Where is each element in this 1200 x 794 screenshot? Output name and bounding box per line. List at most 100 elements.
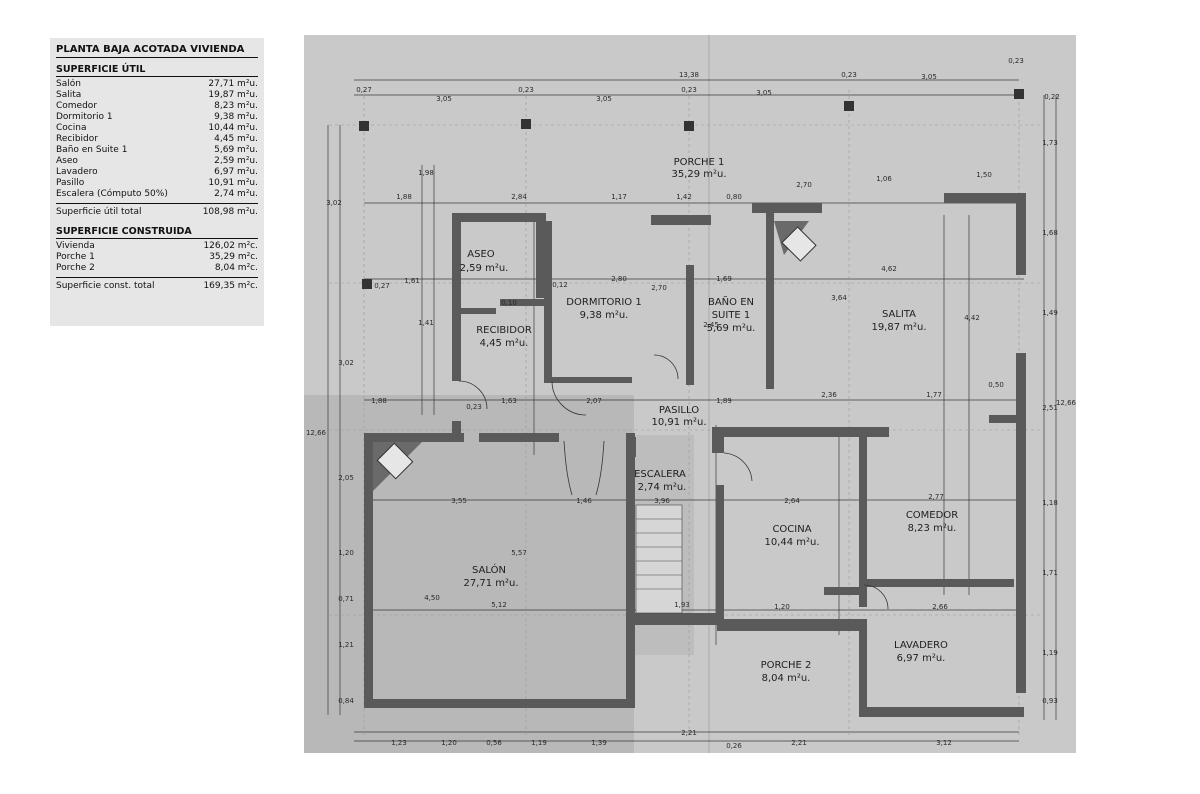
built-row: Porche 1 35,29 m²c.	[56, 252, 258, 263]
dim-left: 0,71	[338, 595, 354, 603]
dim-bottom: 1,39	[591, 739, 607, 747]
useful-row: Baño en Suite 1 5,69 m²u.	[56, 145, 258, 156]
useful-row-value: 9,38 m²u.	[214, 112, 258, 122]
useful-row-value: 2,74 m²u.	[214, 189, 258, 199]
dim-bottom: 3,12	[936, 739, 952, 747]
dim-interior: 1,69	[716, 275, 732, 283]
built-row-name: Vivienda	[56, 241, 95, 251]
dim-interior: 1,89	[716, 397, 732, 405]
comedor-area: 8,23 m²u.	[908, 523, 957, 534]
porche1-area: 35,29 m²u.	[671, 169, 726, 180]
dim-top: 3,05	[756, 89, 772, 97]
porche1-name: PORCHE 1	[674, 157, 725, 168]
dim-left: 0,84	[338, 697, 354, 705]
cocina-name: COCINA	[772, 524, 811, 535]
dim-bottom: 1,19	[531, 739, 547, 747]
dim-right: 1,18	[1042, 499, 1058, 507]
table-title: PLANTA BAJA ACOTADA VIVIENDA	[56, 44, 258, 58]
dim-right: 1,71	[1042, 569, 1058, 577]
dim-top: 3,05	[436, 95, 452, 103]
dim-interior: 5,57	[511, 549, 527, 557]
floor-plan: PORCHE 1 35,29 m²u. ASEO 2,59 m²u. DORMI…	[304, 35, 1076, 753]
built-total-row: Superficie const. total 169,35 m²c.	[56, 277, 258, 292]
useful-total-row: Superficie útil total 108,98 m²u.	[56, 203, 258, 218]
built-row-value: 8,04 m²c.	[214, 263, 258, 273]
built-total-label: Superficie const. total	[56, 281, 155, 291]
useful-row-value: 2,59 m²u.	[214, 156, 258, 166]
lavadero-area: 6,97 m²u.	[897, 653, 946, 664]
dim-left: 1,20	[338, 549, 354, 557]
bano-name: BAÑO EN	[708, 295, 754, 308]
dim-top: 0,23	[841, 71, 857, 79]
dim-right: 0,93	[1042, 697, 1058, 705]
salita-area: 19,87 m²u.	[871, 322, 926, 333]
dim-interior: 0,27	[374, 282, 390, 290]
dim-interior: 1,88	[371, 397, 387, 405]
dim-interior: 1,63	[501, 397, 517, 405]
dim-interior: 1,46	[576, 497, 592, 505]
useful-row-value: 19,87 m²u.	[208, 90, 258, 100]
useful-row-name: Cocina	[56, 123, 87, 133]
dim-interior: 1,17	[611, 193, 627, 201]
dim-interior: 2,70	[796, 181, 812, 189]
useful-row-name: Comedor	[56, 101, 98, 111]
dim-interior: 3,64	[831, 294, 847, 302]
cocina-area: 10,44 m²u.	[764, 537, 819, 548]
dimension-lines	[327, 79, 1057, 742]
fireplace-salon	[373, 442, 422, 491]
useful-row-value: 8,23 m²u.	[214, 101, 258, 111]
dim-interior: 0,10	[501, 299, 517, 307]
dim-interior: 2,70	[651, 284, 667, 292]
dormitorio-name: DORMITORIO 1	[566, 297, 641, 308]
pasillo-name: PASILLO	[659, 405, 699, 416]
dim-bottom: 1,23	[391, 739, 407, 747]
dim-right: 0,22	[1044, 93, 1060, 101]
salon-area: 27,71 m²u.	[463, 578, 518, 589]
dim-right: 1,73	[1042, 139, 1058, 147]
dim-interior: 1,98	[418, 169, 434, 177]
pillars	[359, 89, 1024, 289]
pasillo-area: 10,91 m²u.	[651, 417, 706, 428]
useful-row-value: 6,97 m²u.	[214, 167, 258, 177]
dim-interior: 5,12	[491, 601, 507, 609]
dim-bottom: 0,26	[726, 742, 742, 750]
dim-left: 3,02	[326, 199, 342, 207]
dim-interior: 1,88	[396, 193, 412, 201]
bano-area: 5,69 m²u.	[707, 323, 756, 334]
dim-interior: 2,64	[784, 497, 800, 505]
dormitorio-area: 9,38 m²u.	[580, 310, 629, 321]
built-row-name: Porche 1	[56, 252, 95, 262]
built-row-value: 35,29 m²c.	[209, 252, 258, 262]
dim-bottom: 1,20	[441, 739, 457, 747]
porche2-area: 8,04 m²u.	[762, 673, 811, 684]
useful-row-name: Baño en Suite 1	[56, 145, 128, 155]
shadow-region	[304, 395, 634, 753]
dim-bottom: 2,21	[791, 739, 807, 747]
dim-interior: 4,62	[881, 265, 897, 273]
comedor-name: COMEDOR	[906, 510, 958, 521]
porche2-name: PORCHE 2	[761, 660, 812, 671]
salon-name: SALÓN	[472, 563, 506, 576]
dim-interior: 1,06	[876, 175, 892, 183]
dim-left: 3,02	[338, 359, 354, 367]
useful-row-name: Lavadero	[56, 167, 98, 177]
useful-row-value: 5,69 m²u.	[214, 145, 258, 155]
useful-row: Escalera (Cómputo 50%)2,74 m²u.	[56, 189, 258, 200]
dim-right: 1,19	[1042, 649, 1058, 657]
dim-top: 0,27	[356, 86, 372, 94]
useful-row-name: Dormitorio 1	[56, 112, 113, 122]
dim-interior: 0,12	[552, 281, 568, 289]
dim-interior: 1,77	[926, 391, 942, 399]
useful-row-name: Recibidor	[56, 134, 98, 144]
dim-interior: 2,84	[511, 193, 527, 201]
dim-left: 2,05	[338, 474, 354, 482]
escalera-area: 2,74 m²u.	[638, 482, 687, 493]
useful-row: Lavadero 6,97 m²u.	[56, 167, 258, 178]
useful-row-name: Pasillo	[56, 178, 85, 188]
